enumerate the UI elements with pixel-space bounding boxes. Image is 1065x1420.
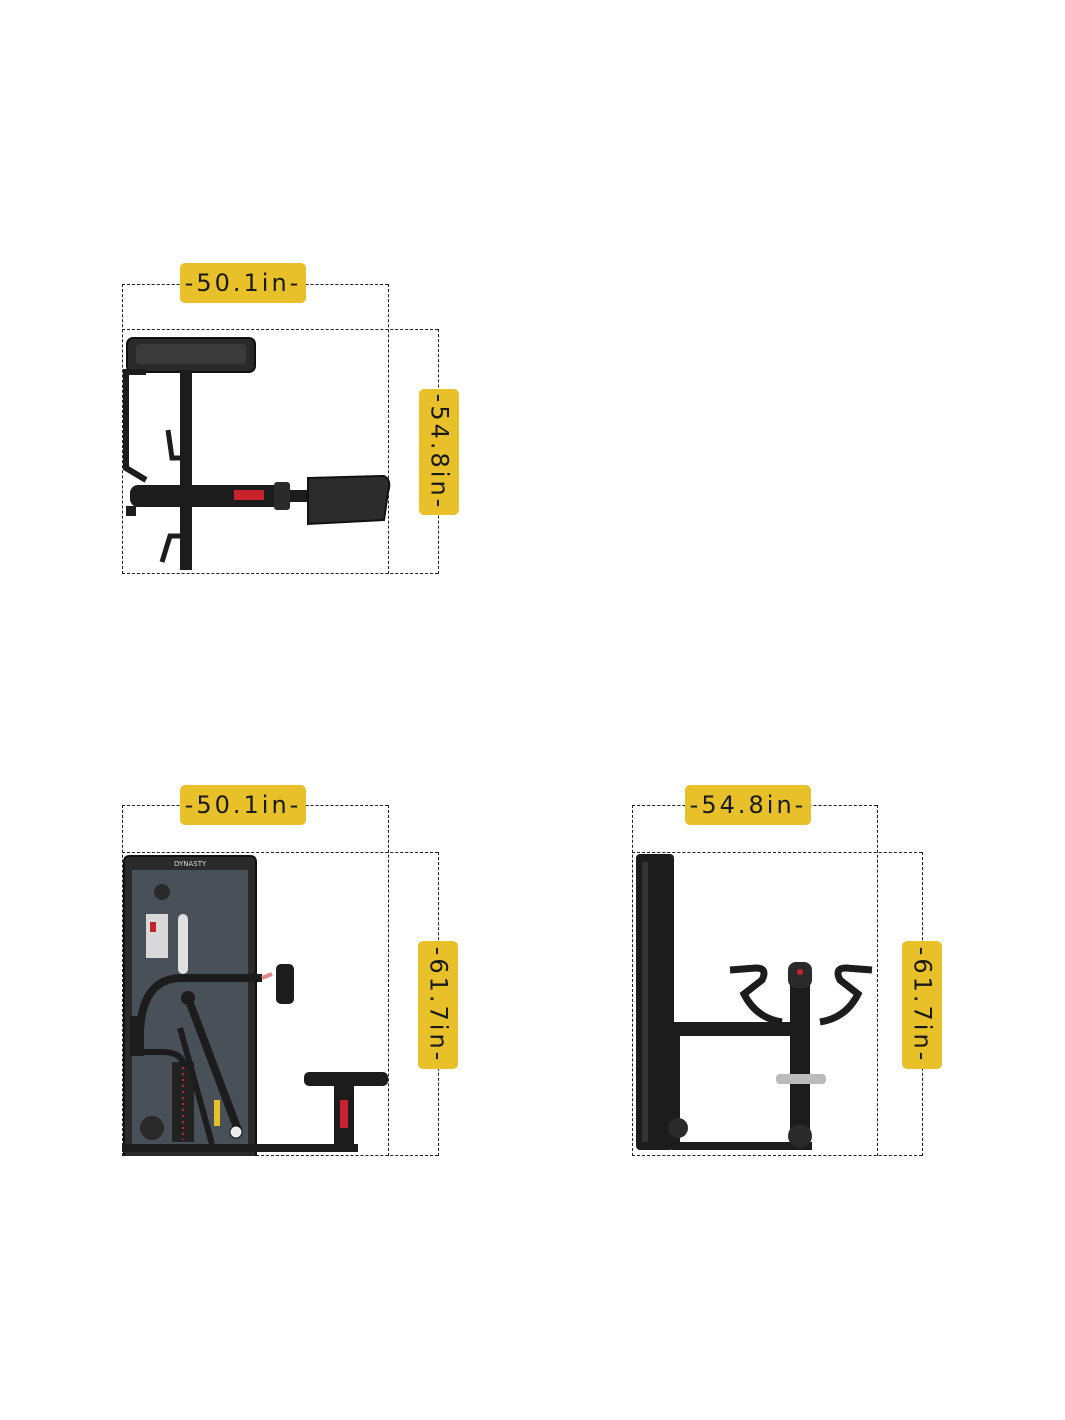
- top-depth-label: -54.8in-: [419, 389, 459, 515]
- side-width-right-ext: [877, 805, 878, 1156]
- brand-logo-text: DYNASTY: [174, 860, 207, 868]
- side-width-left-ext: [632, 805, 633, 1156]
- front-width-left-ext: [122, 805, 123, 1156]
- front-height-lower-ext: [122, 1155, 438, 1156]
- side-height-lower-ext: [632, 1155, 922, 1156]
- side-height-label: -61.7in-: [902, 941, 942, 1069]
- top-width-right-ext: [388, 284, 389, 574]
- machine-side-view-drawing: [636, 854, 873, 1150]
- side-height-upper-ext: [632, 852, 922, 853]
- top-width-label: -50.1in-: [180, 263, 306, 303]
- top-depth-lower-ext: [122, 573, 438, 574]
- front-height-upper-ext: [122, 852, 438, 853]
- front-height-label: -61.7in-: [418, 941, 458, 1069]
- front-width-label: -50.1in-: [180, 785, 306, 825]
- top-depth-upper-ext: [122, 329, 438, 330]
- front-width-right-ext: [388, 805, 389, 1156]
- side-width-label: -54.8in-: [685, 785, 811, 825]
- machine-front-view-drawing: DYNASTY: [122, 855, 388, 1156]
- machine-top-view-drawing: [123, 337, 391, 570]
- top-width-left-ext: [122, 284, 123, 574]
